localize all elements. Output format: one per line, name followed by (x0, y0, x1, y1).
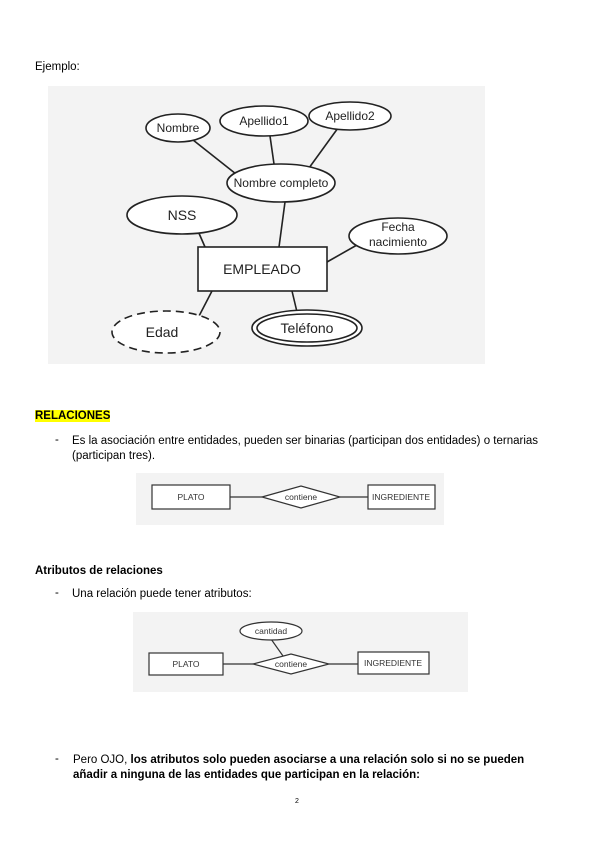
atributos-bullet-dash: - (55, 587, 59, 599)
line-cantidad (270, 638, 284, 657)
page-number: 2 (295, 798, 299, 805)
attr-apellido2-label: Apellido2 (325, 109, 375, 123)
relaciones-bullet-line1: Es la asociación entre entidades, pueden… (72, 435, 539, 447)
attr-edad-shape (111, 310, 221, 354)
entity-plato-label: PLATO (177, 492, 204, 502)
er-diagram-2-svg: PLATO contiene INGREDIENTE (151, 484, 436, 510)
entity-empleado-label: EMPLEADO (223, 261, 301, 277)
er-diagram-empleado: Nombre Apellido1 Apellido2 Nombre comple… (48, 86, 485, 364)
attr-edad-label: Edad (146, 324, 179, 340)
entity-plato-3-label: PLATO (172, 659, 199, 669)
er-diagram-svg: Nombre Apellido1 Apellido2 Nombre comple… (111, 101, 448, 354)
attr-nombre-label: Nombre (157, 121, 200, 135)
line-apellido1 (269, 135, 275, 165)
relation-contiene-label: contiene (285, 492, 317, 502)
line-edad (197, 290, 213, 319)
relaciones-heading: RELACIONES (35, 410, 111, 422)
entity-plato-shape (151, 484, 231, 510)
entity-ingrediente-3-label: INGREDIENTE (364, 658, 422, 668)
entity-ingrediente-shape (367, 484, 436, 510)
er-diagram-relation-attribute: cantidad PLATO contiene INGREDIENTE (133, 612, 468, 692)
relation-contiene-shape (259, 485, 343, 509)
intro-label: Ejemplo: (35, 61, 80, 73)
note-prefix: Pero OJO, (73, 754, 128, 766)
line-apellido2 (308, 127, 339, 169)
note-bullet-dash: - (55, 753, 59, 765)
entity-ingrediente-label: INGREDIENTE (372, 492, 430, 502)
attr-apellido1-label: Apellido1 (239, 114, 289, 128)
attr-telefono-outer (251, 309, 363, 347)
attr-telefono-label: Teléfono (281, 320, 334, 336)
attr-telefono-inner (256, 313, 358, 343)
atributos-heading: Atributos de relaciones (35, 565, 163, 577)
attr-nombre-shape (145, 113, 211, 143)
relation-contiene-3-shape (250, 653, 332, 675)
attr-cantidad-label: cantidad (255, 626, 287, 636)
attr-cantidad-shape (239, 621, 303, 641)
line-nombre (187, 135, 237, 175)
line-telefono (291, 290, 298, 313)
attr-apellido2-shape (308, 101, 392, 131)
relation-contiene-3-label: contiene (275, 659, 307, 669)
entity-plato-3-shape (148, 652, 224, 676)
line-nombre-completo (278, 201, 286, 248)
attr-nss-label: NSS (168, 207, 197, 223)
entity-empleado-shape (197, 246, 328, 292)
note-bold-line2: añadir a ninguna de las entidades que pa… (73, 769, 421, 781)
attr-nombre-completo-shape (226, 163, 336, 203)
note-bold-line1: los atributos solo pueden asociarse a un… (130, 754, 525, 766)
attr-nss-shape (126, 195, 238, 235)
atributos-bullet-text: Una relación puede tener atributos: (72, 588, 252, 600)
er-diagram-3-svg: cantidad PLATO contiene INGREDIENTE (148, 621, 430, 676)
attr-fecha-label-2: nacimiento (369, 235, 427, 249)
attr-nombre-completo-label: Nombre completo (234, 176, 329, 190)
entity-ingrediente-3-shape (357, 651, 430, 675)
relaciones-bullet-dash: - (55, 434, 59, 446)
er-diagram-plato-ingrediente: PLATO contiene INGREDIENTE (136, 473, 444, 525)
attr-fecha-shape (348, 217, 448, 255)
attr-apellido1-shape (219, 105, 309, 137)
relaciones-bullet-line2: (participan tres). (72, 450, 156, 462)
attr-fecha-label-1: Fecha (381, 220, 415, 234)
